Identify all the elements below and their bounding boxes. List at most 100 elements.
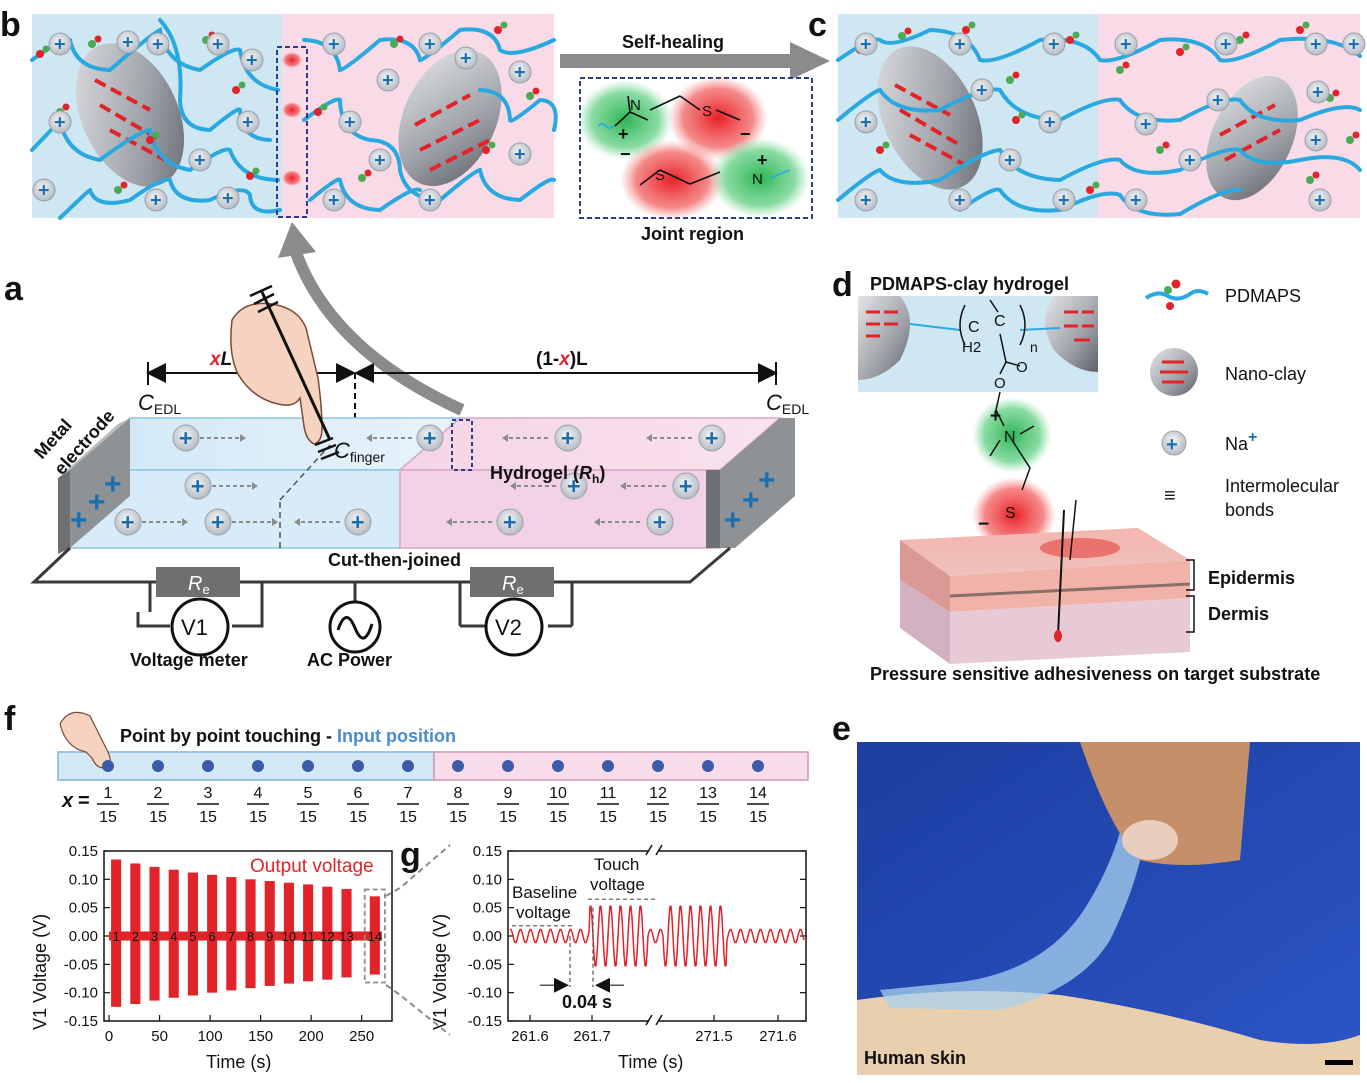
na-ion [216, 186, 240, 210]
legend-intermolecular: Intermolecular [1225, 476, 1339, 496]
polymer-chain [836, 27, 1362, 63]
na-ion-plus: + [705, 425, 719, 451]
joint-s-bottom: S [655, 167, 665, 184]
na-ions-c: +++++++++++++++++++++ [854, 32, 1366, 212]
na-ion-plus: + [328, 34, 340, 56]
legend: PDMAPS Nano-clay + Na+ ≡ Intermolecular … [1144, 279, 1339, 520]
touch-point-8 [452, 760, 464, 772]
na-ion [172, 424, 200, 452]
na-ion [854, 110, 878, 134]
joint-s-top: S [702, 103, 712, 120]
zwitterion-group [1296, 26, 1304, 34]
na-ion-plus: + [860, 190, 872, 212]
na-ion-plus: + [54, 34, 66, 56]
v2-meter [484, 597, 544, 657]
bar-label-8: 8 [247, 929, 254, 944]
electrode-right-face [720, 418, 795, 548]
na-ion-plus: + [1058, 190, 1070, 212]
ion-drift-arrowhead [366, 434, 372, 442]
touch-point-6 [352, 760, 364, 772]
na-ion [184, 472, 212, 500]
na-ion-plus: + [424, 190, 436, 212]
touch-point-9 [502, 760, 514, 772]
panel-label-d: d [832, 266, 853, 304]
zwitterion-group [1176, 48, 1184, 56]
x-tick-label: 50 [151, 1028, 168, 1045]
ac-power-label: AC Power [307, 650, 392, 670]
svg-text:+: + [104, 468, 122, 501]
touch-point-7 [402, 760, 414, 772]
fraction-denominator: 15 [549, 809, 567, 826]
na-ion [1134, 112, 1158, 136]
ion-drift-arrowhead [594, 518, 600, 526]
zwitterion-group [390, 40, 398, 48]
na-ion-plus: + [514, 62, 526, 84]
zoom-box-14 [363, 888, 386, 984]
fraction-denominator: 15 [99, 809, 117, 826]
na-ion [854, 32, 878, 56]
y-tick-label: 0.00 [69, 928, 98, 945]
hydrogel-rh-label: Hydrogel (Rh) [490, 463, 605, 486]
touch-point-12 [652, 760, 664, 772]
na-ion-plus: + [351, 509, 365, 535]
x-tick-label: 271.5 [695, 1028, 733, 1045]
na-ion [116, 30, 140, 54]
na-ion [188, 148, 212, 172]
bar-label-14: 14 [368, 929, 382, 944]
na-ion-plus: + [121, 509, 135, 535]
chem-o2: O [994, 375, 1006, 392]
polymer-chain [302, 27, 556, 73]
panel-label-a: a [4, 270, 24, 308]
zwitterion-group [62, 103, 70, 111]
ion-drift-arrowhead [502, 434, 508, 442]
na-ion-plus: + [382, 70, 394, 92]
joint-region-label: Joint region [641, 224, 744, 244]
na-ion [48, 110, 72, 134]
na-ion-plus: + [54, 112, 66, 134]
na-ion-plus: + [150, 190, 162, 212]
na-ion [114, 508, 142, 536]
fraction-denominator: 15 [499, 809, 517, 826]
zwitterion-group [1086, 186, 1094, 194]
legend-pdmaps: PDMAPS [1225, 286, 1301, 306]
svg-text:+: + [70, 504, 88, 537]
joint-plus-right: + [757, 150, 768, 170]
bar-label-2: 2 [132, 929, 139, 944]
hydrogel-zoom-box [451, 419, 473, 471]
finger-icon [230, 302, 323, 445]
zwitterion-group [962, 26, 970, 34]
panel-label-f: f [4, 700, 16, 738]
na-ion-plus: + [122, 32, 134, 54]
na-ion [1304, 128, 1328, 152]
zwitterion-group [1018, 111, 1026, 119]
cfinger-label: Cfinger [334, 438, 385, 465]
touch-point-4 [252, 760, 264, 772]
na-ion-plus: + [1310, 34, 1322, 56]
zwitterion-group [364, 169, 372, 177]
bar-label-5: 5 [189, 929, 196, 944]
zwitterion-group [42, 45, 50, 53]
legend-pdmaps-icon [1144, 289, 1210, 301]
ground-symbol [249, 284, 279, 314]
break-mark [645, 1014, 663, 1026]
break-mark [645, 844, 663, 856]
one-minus-x-label: (1-x)L [536, 349, 588, 370]
chem-minus: − [978, 514, 989, 535]
chem-h2: H2 [962, 339, 981, 356]
na-ion-plus: + [1314, 190, 1326, 212]
finger-capacitor [314, 436, 340, 461]
sine-icon [336, 616, 374, 640]
x-tick-label: 0 [105, 1028, 113, 1045]
na-ion-plus: + [423, 425, 437, 451]
na-ion-plus: + [222, 188, 234, 210]
touch-point-5 [302, 760, 314, 772]
fraction-numerator: 7 [404, 785, 413, 802]
joint-n-right: N [752, 171, 763, 188]
resistor-left-label: Re [188, 573, 210, 597]
touch-point-1 [102, 760, 114, 772]
na-ion [1114, 32, 1138, 56]
bar-label-13: 13 [339, 929, 353, 944]
na-ion [322, 32, 346, 56]
zwitterion-group [1156, 146, 1164, 154]
